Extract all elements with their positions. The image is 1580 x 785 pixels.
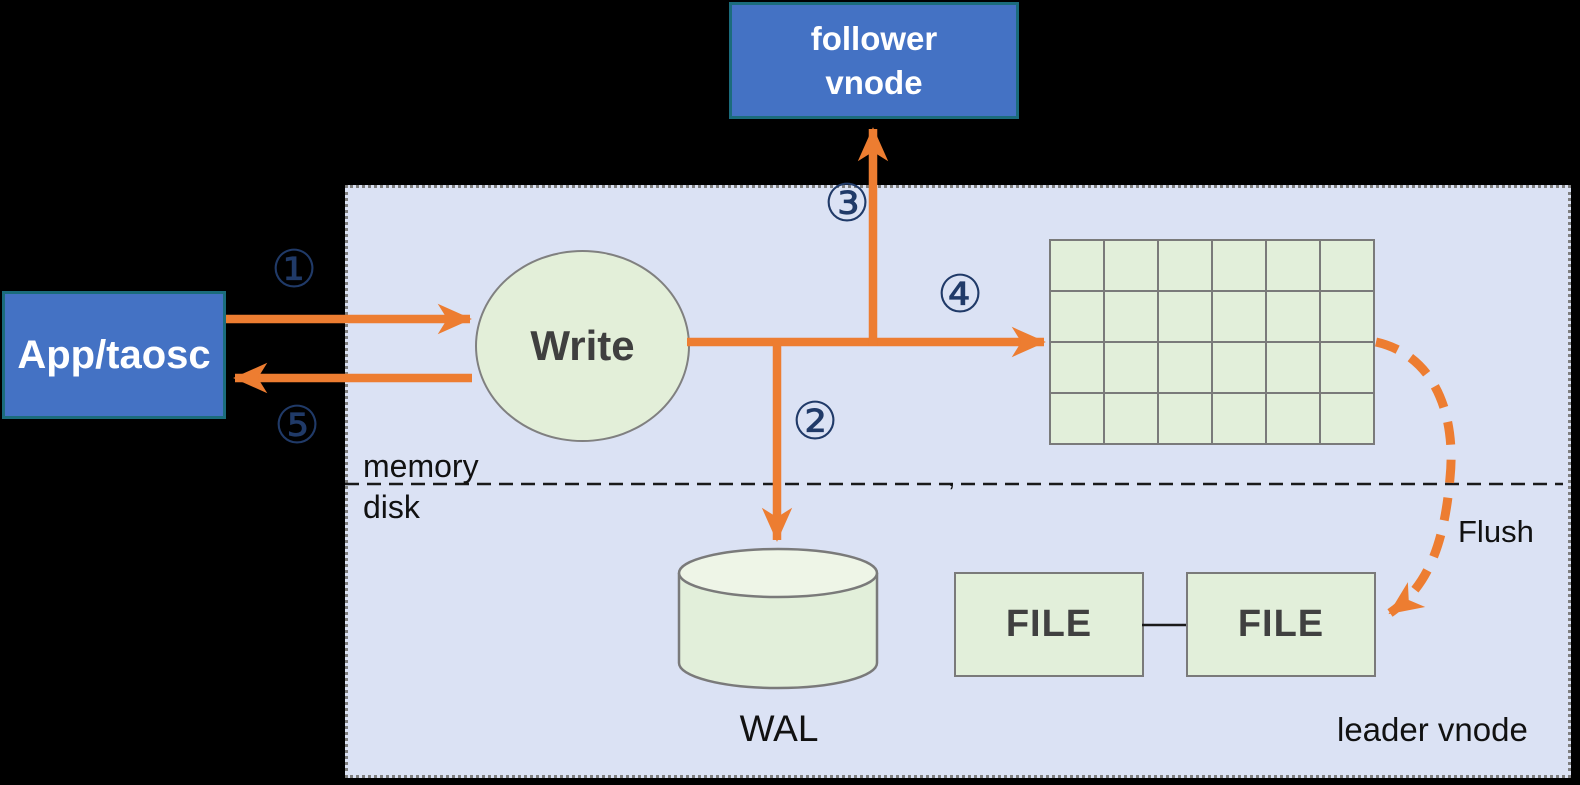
step-3-badge: ③ — [823, 174, 871, 234]
follower-vnode-label: follower vnode — [810, 19, 938, 101]
memtable-cell — [1158, 241, 1212, 291]
memtable-cell — [1158, 291, 1212, 342]
memtable-cell — [1051, 393, 1104, 443]
wal-cylinder — [677, 547, 879, 690]
write-process-node: Write — [475, 250, 690, 442]
memory-label: memory — [363, 448, 479, 484]
file-node-1: FILE — [954, 572, 1144, 677]
step-5-badge: ⑤ — [273, 396, 321, 456]
memtable-cell — [1158, 342, 1212, 393]
memtable-cell — [1320, 342, 1373, 393]
memtable-cell — [1051, 342, 1104, 393]
file-node-2: FILE — [1186, 572, 1376, 677]
wal-label: WAL — [739, 708, 819, 749]
memtable-cell — [1051, 291, 1104, 342]
memtable-cell — [1104, 342, 1158, 393]
memtable-cell — [1266, 342, 1320, 393]
memtable-cell — [1104, 241, 1158, 291]
file-2-label: FILE — [1237, 603, 1325, 645]
flush-label: Flush — [1458, 514, 1534, 549]
memtable-cell — [1104, 291, 1158, 342]
step-1-badge: ① — [270, 240, 318, 300]
app-taosc-node: App/taosc — [2, 291, 226, 419]
memtable-cell — [1212, 241, 1266, 291]
disk-label: disk — [363, 489, 420, 525]
memtable-cell — [1104, 393, 1158, 443]
leader-vnode-label: leader vnode — [1337, 711, 1528, 748]
memtable-cell — [1266, 241, 1320, 291]
memtable-cell — [1212, 342, 1266, 393]
memtable-cell — [1266, 393, 1320, 443]
file-1-label: FILE — [1005, 603, 1093, 645]
memtable-grid — [1049, 239, 1375, 445]
step-2-badge: ② — [791, 392, 839, 452]
step-4-badge: ④ — [936, 265, 984, 325]
memtable-cell — [1212, 393, 1266, 443]
follower-vnode-node: follower vnode — [729, 2, 1019, 119]
memtable-cell — [1320, 393, 1373, 443]
memtable-cell — [1158, 393, 1212, 443]
write-label: Write — [530, 322, 635, 369]
memtable-cell — [1320, 291, 1373, 342]
memtable-cell — [1051, 241, 1104, 291]
memtable-cell — [1266, 291, 1320, 342]
divider-mark: , — [948, 462, 956, 492]
memtable-cell — [1320, 241, 1373, 291]
app-taosc-label: App/taosc — [17, 332, 211, 377]
memtable-cell — [1212, 291, 1266, 342]
